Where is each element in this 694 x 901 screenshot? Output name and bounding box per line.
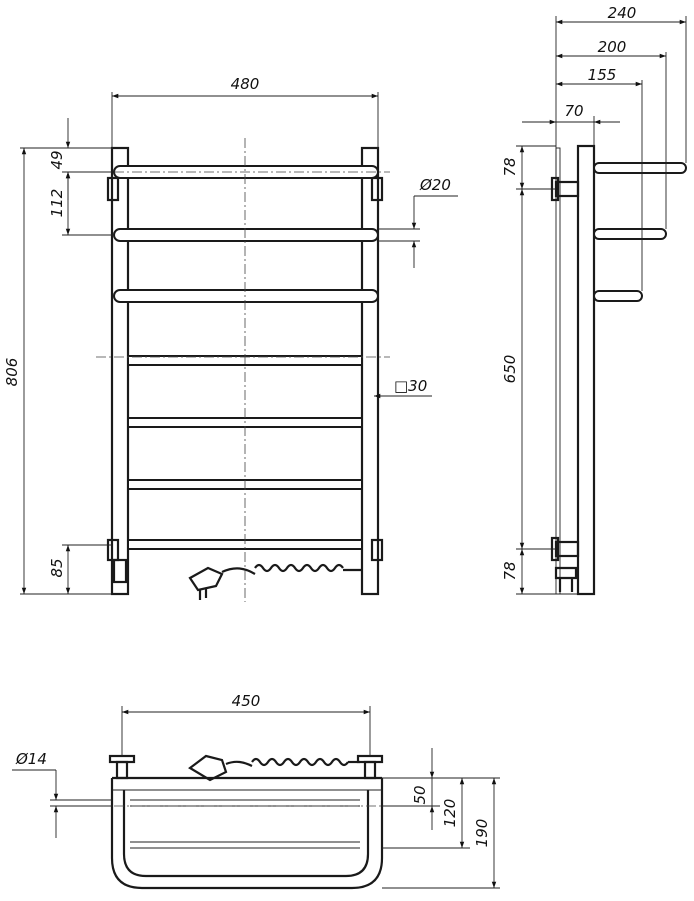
dim-rail-diameter: Ø20 xyxy=(419,176,451,194)
side-view: 240 200 155 70 78 650 78 xyxy=(501,4,687,596)
side-mount-top xyxy=(554,180,580,198)
side-rail-240 xyxy=(593,162,687,174)
bracket-bottom-right xyxy=(370,538,384,562)
dim-mount-width-450: 450 xyxy=(232,692,261,710)
bracket-top-left xyxy=(106,176,120,202)
right-post xyxy=(360,146,380,596)
dim-width-480: 480 xyxy=(231,75,260,93)
top-coiled-cable xyxy=(251,757,349,767)
dim-depth-190: 190 xyxy=(473,819,491,848)
plug-icon xyxy=(188,566,224,592)
bracket-top-right xyxy=(370,176,384,202)
dim-bottom-85: 85 xyxy=(48,558,66,577)
round-rail-3 xyxy=(113,289,379,303)
dim-top-49: 49 xyxy=(48,150,66,169)
dim-side-bottom-78: 78 xyxy=(501,561,519,580)
dim-side-top-78: 78 xyxy=(501,157,519,176)
top-rail-outer xyxy=(110,778,384,890)
side-rail-200 xyxy=(593,228,667,240)
round-rail-2 xyxy=(113,228,379,242)
left-post xyxy=(110,146,130,596)
dim-side-650: 650 xyxy=(501,355,519,384)
top-view: 450 Ø14 50 120 190 xyxy=(12,692,500,890)
side-mount-bottom xyxy=(554,540,580,558)
dim-depth-120: 120 xyxy=(441,799,459,828)
dim-depth-240: 240 xyxy=(608,4,637,22)
dim-depth-200: 200 xyxy=(598,38,627,56)
front-view: 480 806 49 112 85 Ø20 □30 xyxy=(3,75,458,602)
heater-element xyxy=(112,558,128,584)
dim-depth-70: 70 xyxy=(564,102,583,120)
top-plug-icon xyxy=(188,754,228,782)
side-rail-155 xyxy=(593,290,643,302)
dim-depth-50: 50 xyxy=(411,785,429,804)
dim-pipe-diameter: Ø14 xyxy=(15,750,47,768)
dim-depth-155: 155 xyxy=(588,66,617,84)
coiled-cable xyxy=(254,563,344,573)
dim-post-profile: □30 xyxy=(394,377,427,395)
dim-spacing-112: 112 xyxy=(48,189,66,218)
top-rail-inner xyxy=(122,790,370,878)
dim-height-806: 806 xyxy=(3,358,21,387)
side-post xyxy=(576,144,596,596)
